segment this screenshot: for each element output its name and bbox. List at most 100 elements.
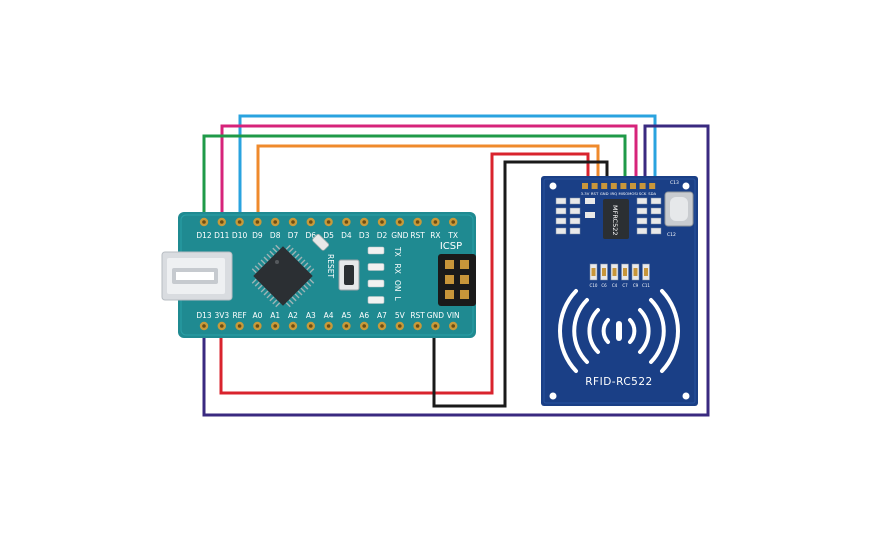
top-pin-label: D2 — [377, 231, 388, 240]
wire-pink — [220, 124, 638, 222]
nano-crystal — [312, 233, 330, 251]
chip-leg — [291, 296, 297, 302]
led-label: L — [393, 297, 402, 302]
smd-component — [569, 217, 581, 225]
bottom-pin-label: A0 — [252, 311, 262, 320]
chip-leg — [272, 247, 278, 253]
chip-leg — [306, 281, 312, 287]
top-pin-label: D10 — [232, 231, 248, 240]
rfid-header-pin — [601, 183, 608, 189]
bottom-pin-label: A2 — [288, 311, 298, 320]
usb-connector — [161, 251, 233, 301]
capacitor-body — [644, 268, 648, 276]
status-led — [367, 279, 385, 288]
capacitor-label: C9 — [633, 283, 639, 288]
icsp-label: ICSP — [440, 241, 462, 252]
pin-hole-center — [344, 220, 349, 224]
smd-component — [585, 212, 595, 218]
chip-leg — [306, 265, 312, 271]
bottom-pin-label: A1 — [270, 311, 280, 320]
smd-component — [650, 197, 662, 205]
pin-hole-center — [433, 324, 438, 328]
wire-orange — [256, 144, 600, 222]
bottom-pin-label: RST — [410, 311, 425, 320]
chip-leg — [309, 278, 315, 284]
mount-hole-tl — [549, 182, 557, 190]
chip-leg — [275, 302, 281, 308]
top-pin-label: D8 — [270, 231, 281, 240]
chip-leg — [288, 247, 294, 253]
top-pin-label: GND — [391, 231, 408, 240]
smd-component — [650, 207, 662, 215]
icsp-pin — [460, 290, 469, 299]
chip-leg — [300, 287, 306, 293]
rfid-pin-label: SCK — [639, 191, 647, 196]
status-led — [367, 246, 385, 255]
smd-component — [636, 207, 648, 215]
capacitor-label: C11 — [642, 283, 650, 288]
chip-leg — [251, 278, 257, 284]
nano-top-pin-row — [199, 217, 458, 227]
pin-hole-center — [291, 324, 295, 328]
capacitor-label: C6 — [601, 283, 607, 288]
rfid-header-pin — [620, 183, 627, 189]
chip-leg — [275, 244, 281, 250]
icsp-pin — [445, 290, 454, 299]
pin-hole-center — [255, 324, 260, 328]
wire-green — [202, 134, 627, 222]
status-led — [367, 263, 385, 271]
chip-leg — [260, 287, 266, 293]
chip-leg — [251, 268, 257, 274]
led-label: TX — [393, 246, 402, 257]
smd-component — [636, 227, 648, 235]
chip-leg — [272, 299, 278, 305]
smd-component — [650, 217, 662, 225]
pin-hole-center — [398, 220, 402, 224]
nano-bottom-pin-row — [199, 321, 458, 331]
smd-component — [569, 197, 581, 205]
rfid-header-pin — [630, 183, 636, 189]
capacitor-label: C7 — [622, 283, 628, 288]
capacitor-label: C10 — [590, 283, 598, 288]
icsp-pin — [445, 260, 454, 269]
wire-purple — [202, 124, 710, 417]
rfid-pin-label: GND — [600, 191, 609, 196]
rfid-pin-label: MISO — [619, 191, 629, 196]
chip-leg — [257, 284, 263, 290]
wire-black — [432, 160, 609, 408]
capacitor-body — [591, 268, 596, 276]
bottom-pin-label: VIN — [447, 311, 460, 320]
smd-component — [569, 207, 581, 215]
chip-leg — [257, 262, 263, 268]
chip-leg — [285, 244, 291, 250]
reset-button[interactable] — [338, 259, 360, 291]
icsp-pin — [460, 275, 469, 284]
chip-leg — [300, 259, 306, 265]
top-pin-label: D7 — [288, 231, 299, 240]
capacitor-body — [623, 268, 627, 276]
smd-component — [585, 198, 595, 204]
chip-leg — [288, 299, 294, 305]
top-pin-label: TX — [447, 231, 458, 240]
rfid-pcb-edge — [543, 178, 696, 404]
chip-leg — [297, 290, 303, 296]
capacitor-body — [633, 268, 638, 276]
pin-hole-center — [220, 324, 224, 328]
pin-hole-center — [220, 220, 224, 224]
pin-hole-center — [380, 324, 384, 328]
icsp-header: ICSP — [438, 241, 476, 306]
rfid-module-label: RFID-RC522 — [585, 376, 652, 388]
bottom-pin-label: A6 — [359, 311, 369, 320]
top-pin-label: D11 — [214, 231, 230, 240]
pin-hole-center — [326, 324, 331, 328]
chip-leg — [294, 253, 300, 259]
wire-red — [219, 152, 590, 395]
pin-hole-center — [380, 220, 384, 224]
chip-leg — [269, 296, 275, 302]
led-label: RX — [393, 264, 402, 274]
